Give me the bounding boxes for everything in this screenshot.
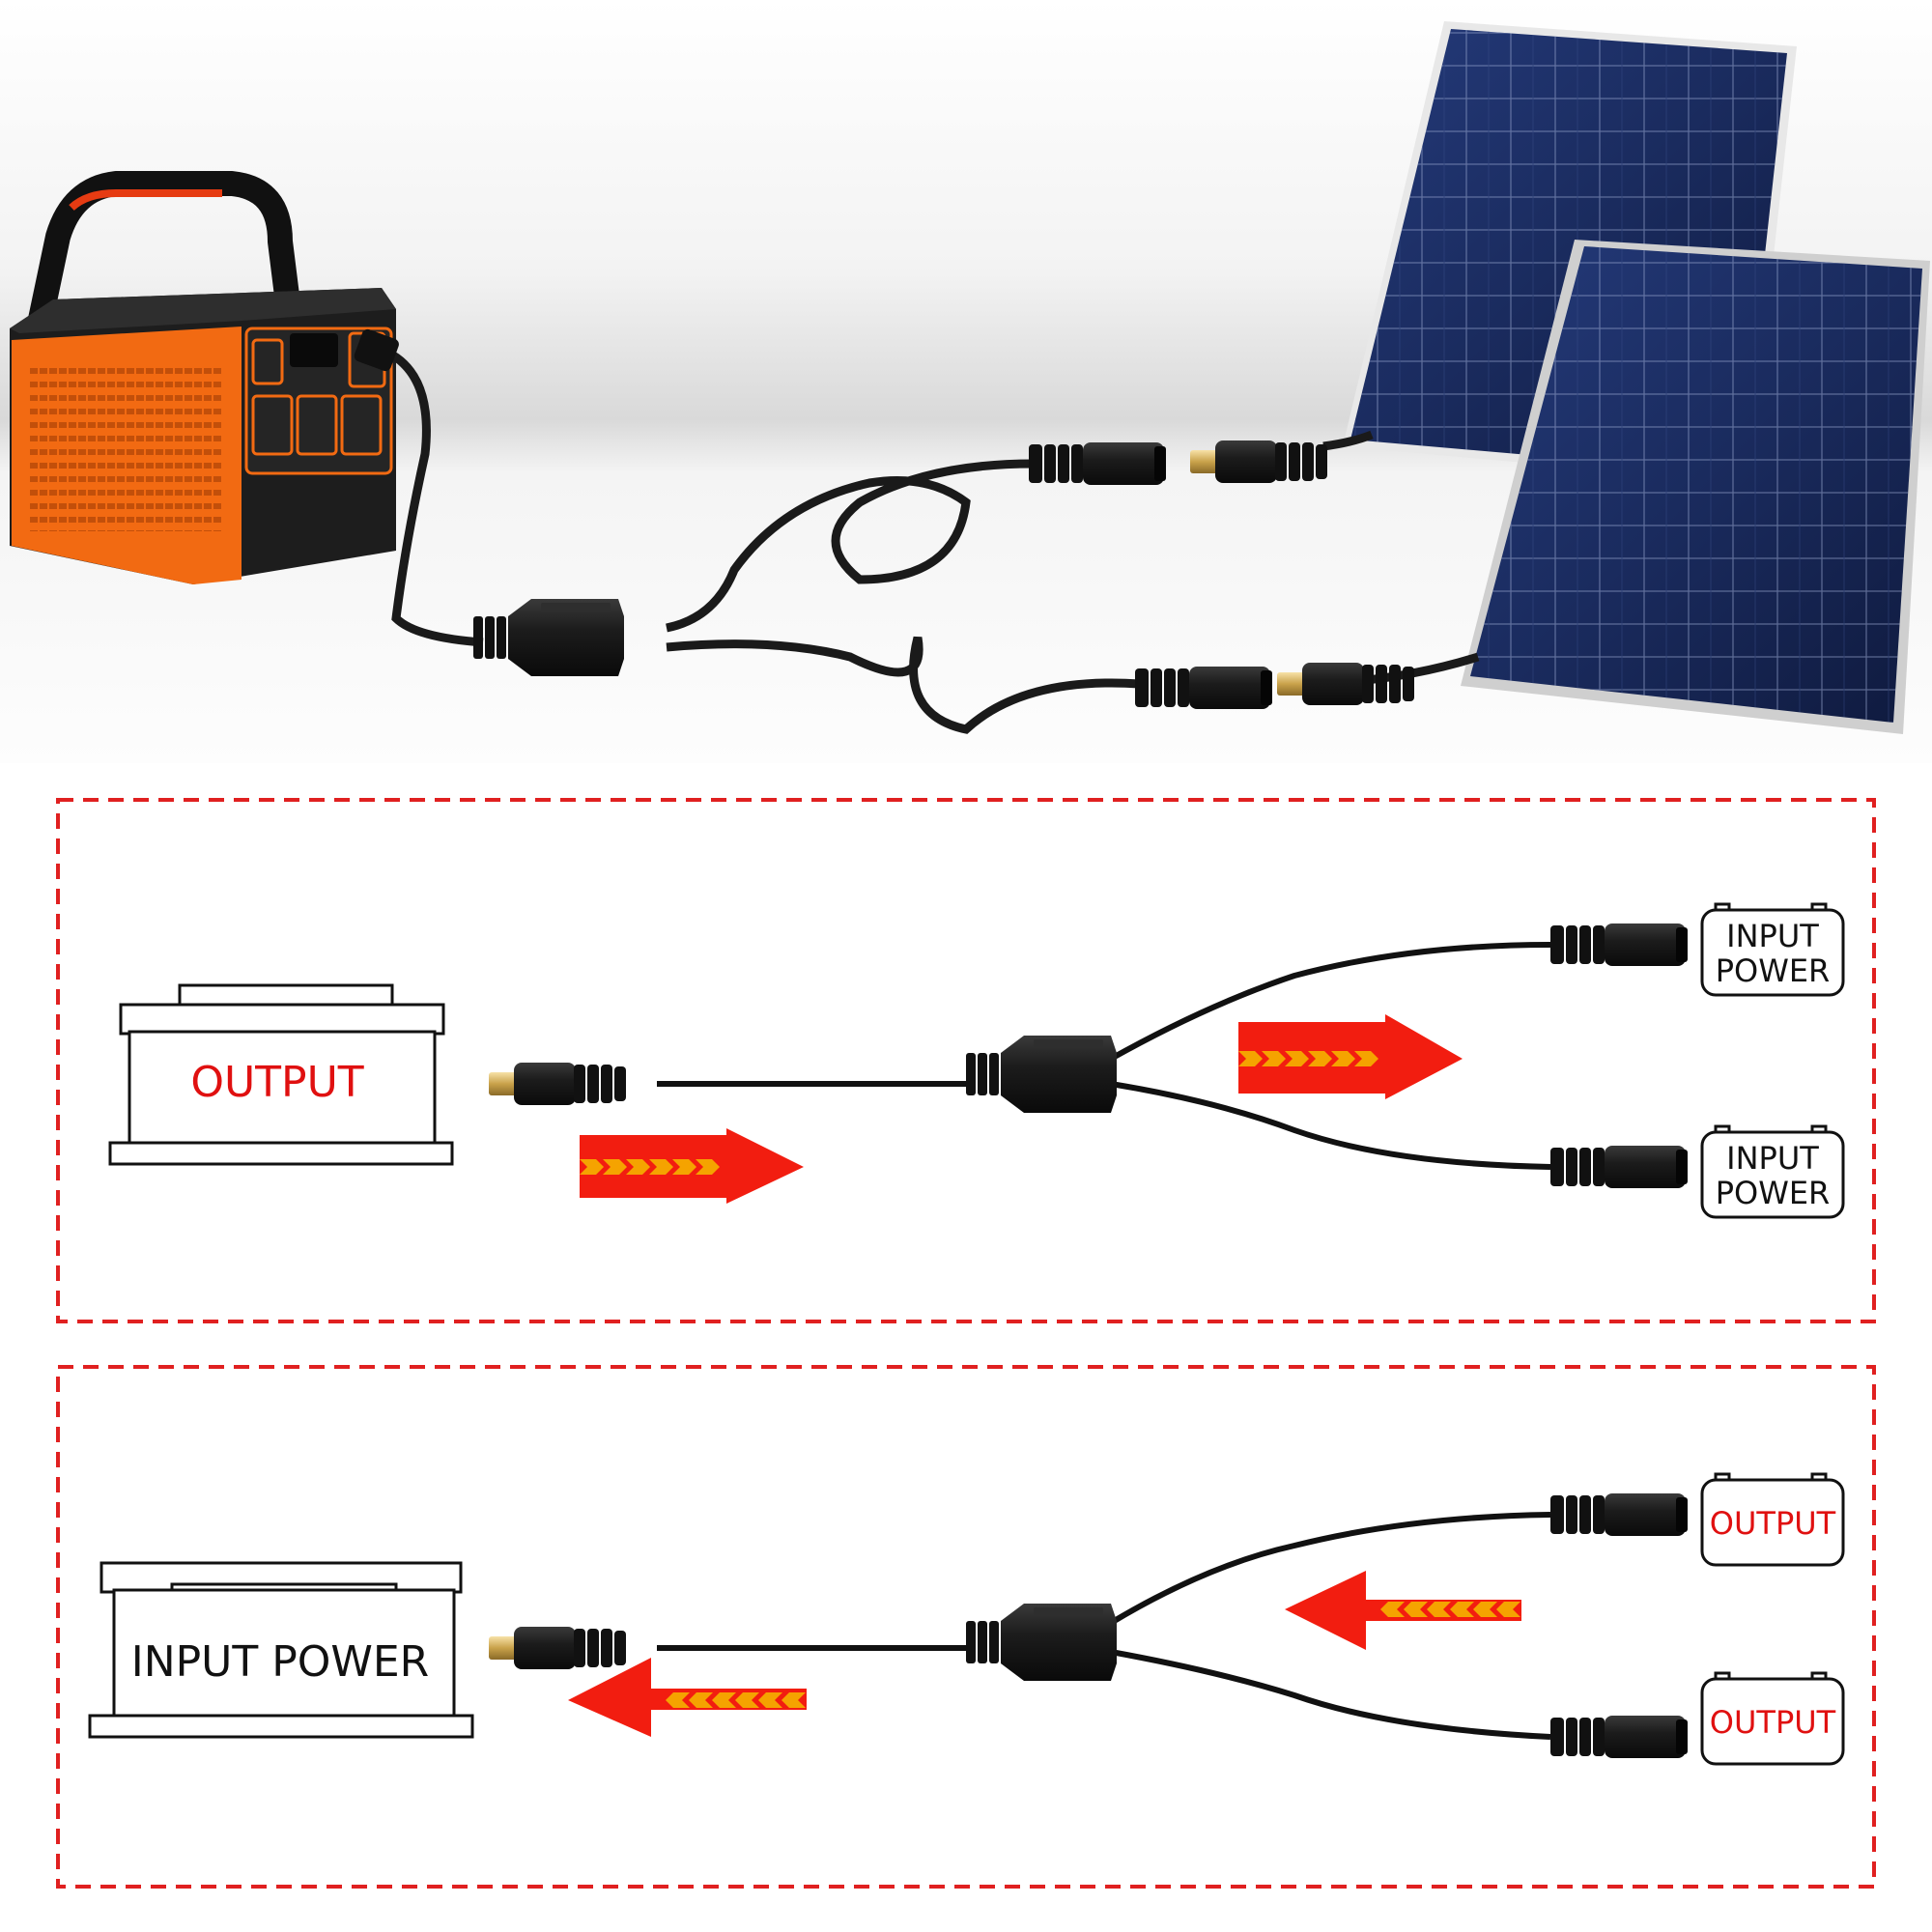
branch-label-line1: INPUT <box>1726 1140 1819 1177</box>
solar-panel <box>1461 240 1930 734</box>
diagram-bottom: INPUT POWER <box>56 1365 1876 1889</box>
splitter-cable-top <box>489 923 1688 1188</box>
output-box: OUTPUT <box>1700 1671 1845 1766</box>
battery-output: OUTPUT <box>108 983 454 1166</box>
flow-arrow <box>580 1128 804 1204</box>
splitter-cable-bottom <box>489 1493 1688 1758</box>
input-power-box: INPUT POWER <box>1700 1124 1845 1219</box>
branch-label-line2: POWER <box>1716 1175 1831 1211</box>
dashed-border <box>56 1365 1876 1889</box>
diagram-top: OUTPUT <box>56 798 1876 1323</box>
branch-label-line2: POWER <box>1716 952 1831 989</box>
flow-arrow <box>1238 1014 1463 1099</box>
splitter-cable-photo <box>354 328 1480 734</box>
flow-arrow <box>1285 1571 1521 1650</box>
branch-label: OUTPUT <box>1710 1704 1836 1741</box>
flow-arrow <box>568 1658 807 1737</box>
battery-label: OUTPUT <box>190 1058 363 1107</box>
battery-input-power: INPUT POWER <box>88 1561 474 1739</box>
branch-label: OUTPUT <box>1710 1505 1836 1542</box>
power-station <box>10 171 396 584</box>
battery-label: INPUT POWER <box>131 1637 430 1687</box>
input-power-box: INPUT POWER <box>1700 902 1845 997</box>
output-box: OUTPUT <box>1700 1472 1845 1567</box>
dashed-border <box>56 798 1876 1323</box>
branch-label-line1: INPUT <box>1726 918 1819 954</box>
